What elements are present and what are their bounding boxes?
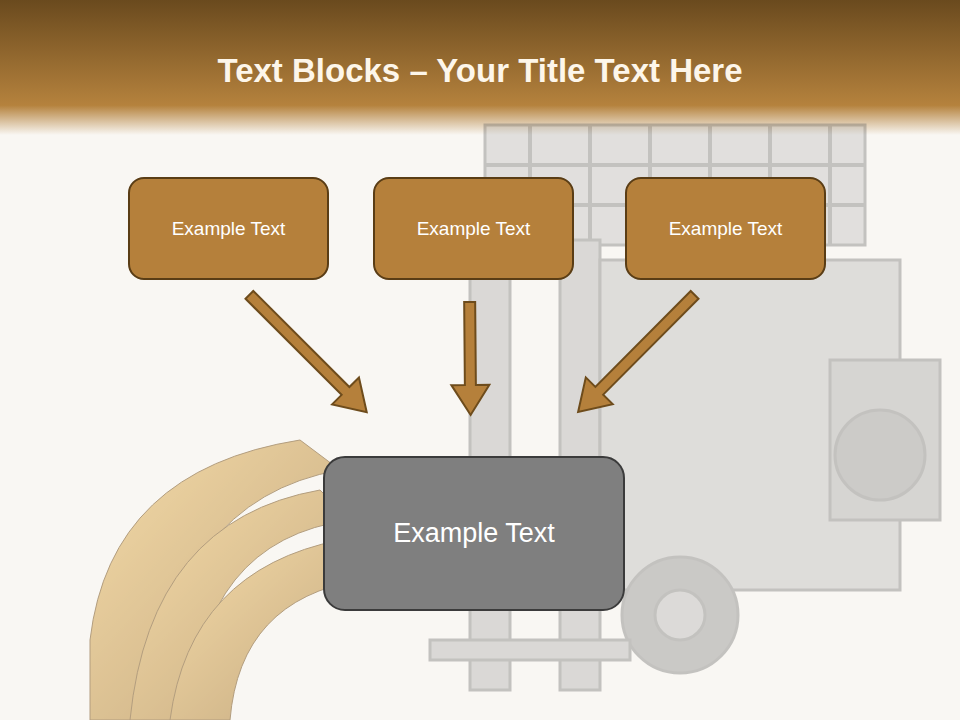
box-text: Example Text (393, 518, 555, 549)
block-arrow (245, 291, 366, 412)
result-box: Example Text (323, 456, 625, 611)
text-block-box: Example Text (373, 177, 574, 280)
text-block-box: Example Text (625, 177, 826, 280)
block-arrow (451, 302, 489, 415)
slide-title: Text Blocks – Your Title Text Here (0, 52, 960, 90)
box-text: Example Text (669, 218, 783, 240)
text-block-box: Example Text (128, 177, 329, 280)
block-arrow (578, 291, 698, 412)
box-text: Example Text (417, 218, 531, 240)
title-band (0, 0, 960, 135)
box-text: Example Text (172, 218, 286, 240)
coin-stack-drawing (90, 440, 360, 720)
